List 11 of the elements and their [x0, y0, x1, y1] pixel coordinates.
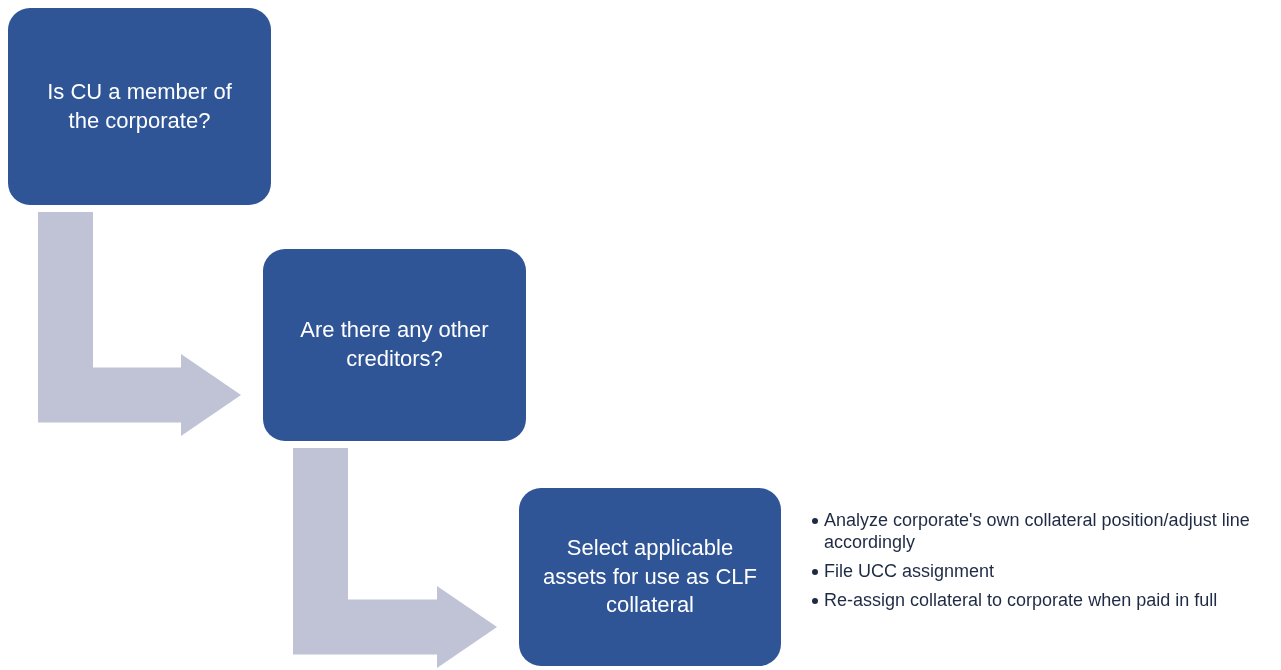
process-box: [8, 8, 271, 205]
bullet-text: Re-assign collateral to corporate when paid in full: [824, 589, 1218, 610]
bullet-text: Analyze corporate's own collateral position/adjust line accordingly: [824, 510, 1250, 552]
box-text: Are there any other creditors?: [299, 316, 490, 373]
process-box: [519, 488, 781, 666]
process-box: [263, 249, 526, 441]
box-text: Is CU a member of the corporate?: [46, 77, 233, 135]
bent-arrow: [293, 448, 497, 668]
bent-arrow: [38, 212, 241, 436]
box-text: Select applicable assets for use as CLF collateral: [543, 534, 757, 620]
bullet-text: File UCC assignment: [824, 560, 995, 581]
